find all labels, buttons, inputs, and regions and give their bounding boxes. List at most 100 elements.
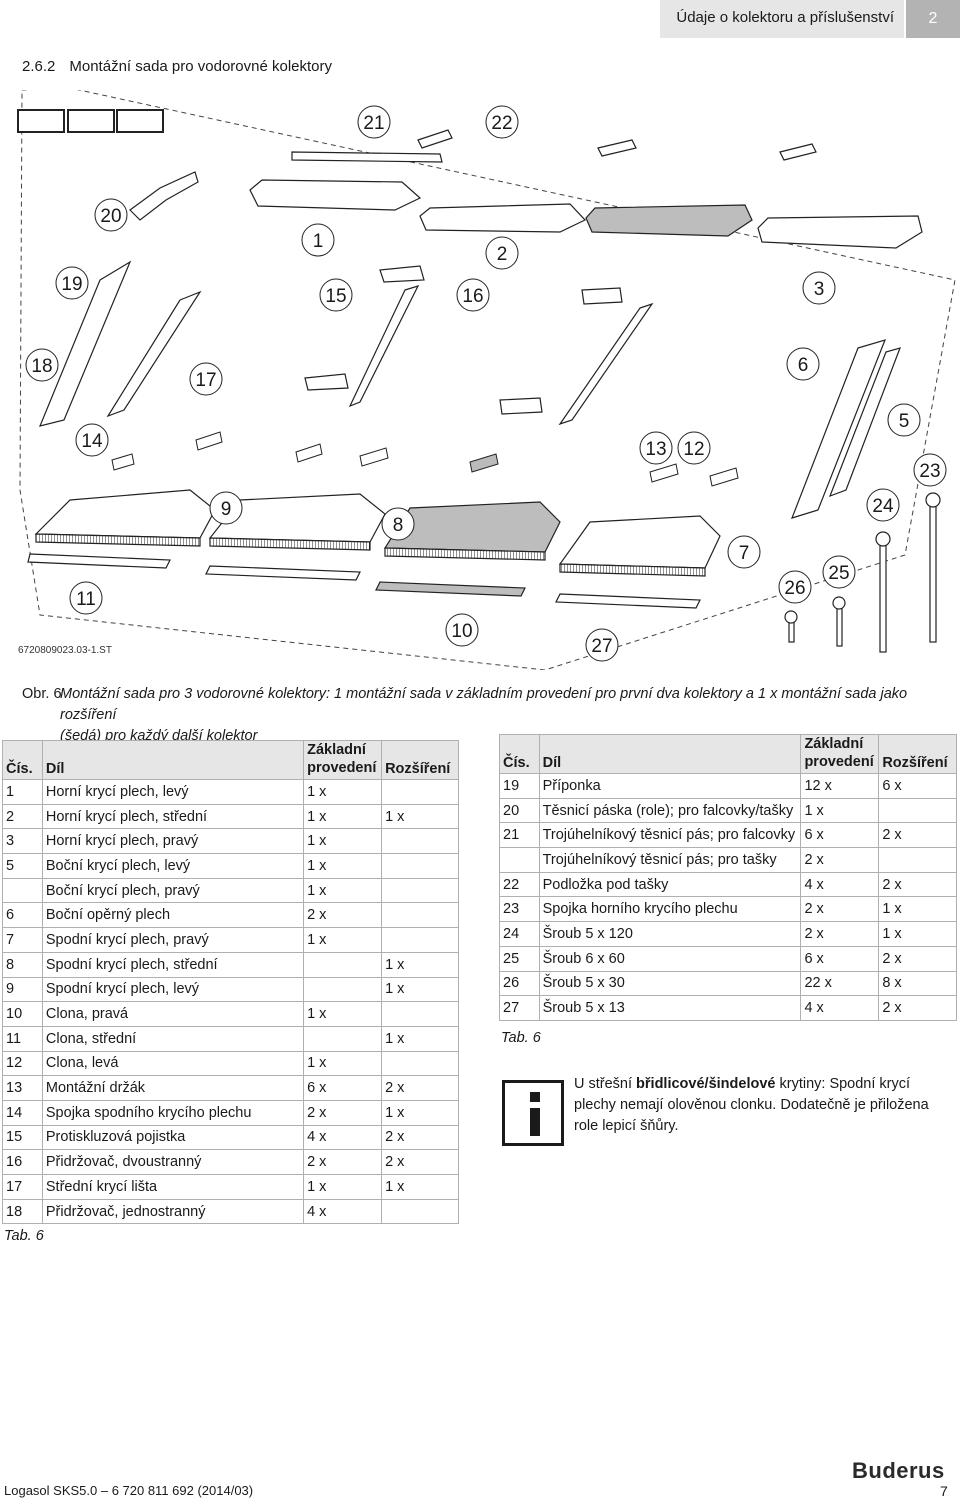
callout-2: 2 xyxy=(485,236,519,270)
header-title-box: Údaje o kolektoru a příslušenství xyxy=(660,0,904,38)
cell-num xyxy=(2,877,43,904)
col-ext-header: Rozšíření xyxy=(381,740,459,780)
cell-num: 7 xyxy=(2,927,43,953)
cell-num: 17 xyxy=(2,1174,43,1200)
col-part-header: Díl xyxy=(538,734,802,774)
callout-23: 22 xyxy=(485,105,519,139)
cell-ext: 2 x xyxy=(878,871,957,898)
cell-num: 23 xyxy=(499,896,540,923)
cell-base: 1 x xyxy=(303,1001,383,1027)
cell-part: Boční krycí plech, pravý xyxy=(41,877,305,904)
svg-text:1: 1 xyxy=(313,231,324,252)
cell-ext xyxy=(381,779,459,805)
assembly-drawing: 21 22 20 1 2 19 15 16 3 18 17 6 14 13 12… xyxy=(17,90,956,670)
callout-3: 3 xyxy=(802,271,836,305)
header-title: Údaje o kolektoru a příslušenství xyxy=(676,9,894,26)
callout-1: 1 xyxy=(301,223,335,257)
cell-base: 1 x xyxy=(303,803,383,830)
cell-ext xyxy=(381,927,459,953)
cell-base xyxy=(303,951,383,978)
cell-ext: 2 x xyxy=(878,995,957,1021)
cell-base xyxy=(303,1025,383,1052)
cell-part: Příponka xyxy=(538,773,802,799)
cell-part: Šroub 5 x 30 xyxy=(538,970,802,997)
figure-caption: Obr. 6 Montážní sada pro 3 vodorovné kol… xyxy=(22,684,952,747)
cell-base: 6 x xyxy=(303,1075,383,1101)
cell-ext xyxy=(878,797,957,824)
cell-base: 4 x xyxy=(303,1198,383,1225)
cell-base: 6 x xyxy=(800,822,880,849)
cell-part: Šroub 5 x 120 xyxy=(538,921,802,947)
callout-7: 7 xyxy=(727,535,761,569)
svg-text:19: 19 xyxy=(61,274,82,295)
cell-num: 14 xyxy=(2,1099,43,1126)
col-num-header: Čís. xyxy=(499,734,540,774)
cell-base: 2 x xyxy=(800,896,880,923)
collector-frames xyxy=(17,109,164,133)
svg-text:11: 11 xyxy=(76,589,96,610)
cell-num: 1 xyxy=(2,779,43,805)
cell-part: Spodní krycí plech, pravý xyxy=(41,927,305,953)
callout-9: 9 xyxy=(209,491,243,525)
cell-part: Horní krycí plech, levý xyxy=(41,779,305,805)
svg-text:9: 9 xyxy=(221,499,232,520)
svg-text:12: 12 xyxy=(683,439,704,460)
cell-part: Střední krycí lišta xyxy=(41,1174,305,1200)
cell-ext xyxy=(381,1050,459,1077)
cell-ext: 8 x xyxy=(878,970,957,997)
upper-cover-plates xyxy=(249,179,923,249)
footer-document-id: Logasol SKS5.0 – 6 720 811 692 (2014/03) xyxy=(4,1483,254,1498)
cell-num: 13 xyxy=(2,1075,43,1101)
svg-text:13: 13 xyxy=(645,439,666,460)
info-note: U střešní břidlicové/šindelové krytiny: … xyxy=(502,1072,952,1162)
side-rails xyxy=(38,260,901,519)
callout-17: 16 xyxy=(456,278,490,312)
cell-base: 4 x xyxy=(800,871,880,898)
caption-text-1: Montážní sada pro 3 vodorovné kolektory:… xyxy=(60,686,908,723)
cell-num: 16 xyxy=(2,1149,43,1175)
exploded-assembly-figure: 21 22 20 1 2 19 15 16 3 18 17 6 14 13 12… xyxy=(0,90,960,670)
cell-part: Podložka pod tašky xyxy=(538,871,802,898)
cell-base: 2 x xyxy=(303,902,383,929)
svg-text:3: 3 xyxy=(814,279,825,300)
screws xyxy=(784,492,941,653)
cell-part: Clona, střední xyxy=(41,1025,305,1052)
cell-part: Boční opěrný plech xyxy=(41,902,305,929)
top-strips xyxy=(291,129,817,163)
cell-base: 2 x xyxy=(800,921,880,947)
cell-part: Boční krycí plech, levý xyxy=(41,853,305,879)
svg-text:8: 8 xyxy=(393,515,404,536)
cell-ext xyxy=(381,853,459,879)
cell-ext: 2 x xyxy=(381,1149,459,1175)
cell-part: Trojúhelníkový těsnicí pás; pro tašky xyxy=(538,847,802,873)
cell-base: 6 x xyxy=(800,945,880,972)
svg-text:26: 26 xyxy=(784,578,805,599)
callout-19: 18 xyxy=(25,348,59,382)
cell-num: 15 xyxy=(2,1124,43,1151)
cell-ext: 2 x xyxy=(878,822,957,849)
cell-part: Protiskluzová pojistka xyxy=(41,1124,305,1151)
chapter-number: 2 xyxy=(906,0,960,38)
info-icon xyxy=(502,1080,564,1146)
cell-ext xyxy=(381,877,459,904)
callout-5: 5 xyxy=(887,403,921,437)
cell-base: 22 x xyxy=(800,970,880,997)
col-ext-header: Rozšíření xyxy=(878,734,957,774)
